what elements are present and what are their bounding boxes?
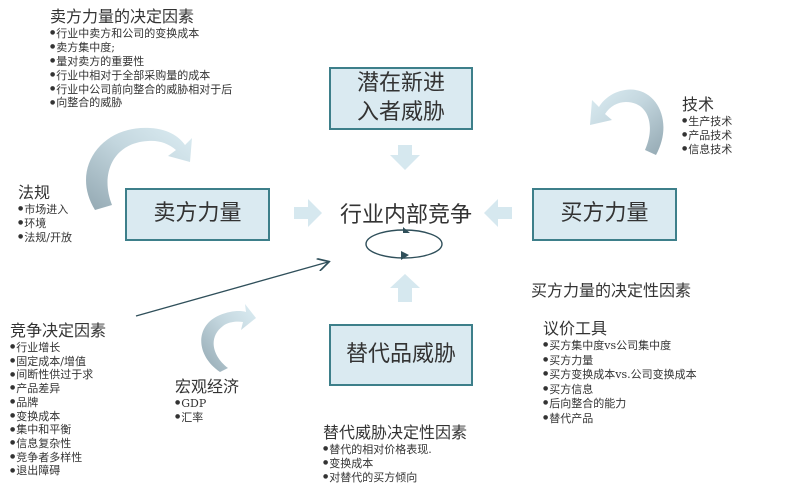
buyer-factors-group: 议价工具 买方集中度vs公司集中度 买方力量 买方变换成本vs.公司变换成本 买… — [543, 320, 697, 427]
list-item: 行业中相对于全部采购量的成本 — [50, 69, 232, 83]
list-item: 量对卖方的重要性 — [50, 55, 232, 69]
competition-factors-title: 竞争决定因素 — [10, 321, 107, 340]
list-item: 向整合的威胁 — [50, 96, 232, 110]
supplier-factors-title: 卖方力量的决定因素 — [50, 7, 195, 26]
substitutes-box: 替代品威胁 — [329, 324, 473, 386]
list-item: 环境 — [18, 217, 72, 231]
suppliers-box: 卖方力量 — [125, 188, 270, 241]
list-item: 汇率 — [175, 411, 239, 425]
technology-group: 技术 生产技术 产品技术 信息技术 — [682, 96, 732, 157]
buyer-factors-list: 买方集中度vs公司集中度 买方力量 买方变换成本vs.公司变换成本 买方信息 后… — [543, 339, 697, 427]
competition-factors-list: 行业增长 固定成本/增值 间断性供过于求 产品差异 品牌 变换成本 集中和平衡 … — [10, 341, 106, 478]
block-arrow-up-icon — [390, 274, 420, 302]
list-item: 产品差异 — [10, 382, 106, 396]
curved-arrow-technology-icon — [590, 89, 664, 155]
regulation-title: 法规 — [18, 183, 51, 202]
competition-pointer-arrow — [135, 262, 328, 317]
macro-economy-title: 宏观经济 — [175, 377, 240, 396]
new-entrants-box: 潜在新进 入者威胁 — [329, 67, 473, 130]
list-item: 变换成本 — [10, 410, 106, 424]
list-item: 买方集中度vs公司集中度 — [543, 339, 697, 354]
curved-arrow-regulation-icon — [86, 127, 192, 210]
macro-economy-group: 宏观经济 GDP 汇率 — [175, 378, 239, 425]
competition-factors-group: 竞争决定因素 行业增长 固定成本/增值 间断性供过于求 产品差异 品牌 变换成本… — [10, 322, 106, 478]
substitutes-label: 替代品威胁 — [345, 341, 456, 367]
list-item: 退出障碍 — [10, 464, 106, 478]
regulation-list: 市场进入 环境 法规/开放 — [18, 203, 72, 245]
bargaining-tools-title: 议价工具 — [543, 319, 608, 338]
list-item: 变换成本 — [323, 457, 467, 471]
technology-list: 生产技术 产品技术 信息技术 — [682, 115, 732, 157]
list-item: 行业中卖方和公司的变换成本 — [50, 27, 232, 41]
list-item: 信息技术 — [682, 143, 732, 157]
block-arrow-right-icon — [294, 199, 322, 227]
list-item: 行业中公司前向整合的威胁相对于后 — [50, 83, 232, 97]
substitute-factors-group: 替代威胁决定性因素 替代的相对价格表现. 变换成本 对替代的买方倾向 — [323, 424, 467, 485]
cycle-icon — [365, 227, 443, 260]
list-item: 品牌 — [10, 396, 106, 410]
list-item: 固定成本/增值 — [10, 355, 106, 369]
list-item: 间断性供过于求 — [10, 368, 106, 382]
list-item: 生产技术 — [682, 115, 732, 129]
buyers-box: 买方力量 — [532, 188, 677, 241]
list-item: 法规/开放 — [18, 231, 72, 245]
substitute-factors-title: 替代威胁决定性因素 — [323, 423, 468, 442]
list-item: 后向整合的能力 — [543, 397, 697, 412]
list-item: 市场进入 — [18, 203, 72, 217]
suppliers-label: 卖方力量 — [153, 201, 242, 227]
list-item: 买方信息 — [543, 383, 697, 398]
list-item: 行业增长 — [10, 341, 106, 355]
industry-rivalry-title: 行业内部竞争 — [340, 203, 473, 228]
regulation-group: 法规 市场进入 环境 法规/开放 — [18, 184, 72, 245]
new-entrants-label-line2: 入者威胁 — [356, 99, 445, 125]
list-item: 替代的相对价格表现. — [323, 443, 467, 457]
list-item: 买方力量 — [543, 354, 697, 369]
list-item: 产品技术 — [682, 129, 732, 143]
buyers-label: 买方力量 — [560, 201, 649, 227]
macro-economy-list: GDP 汇率 — [175, 397, 239, 425]
substitute-factors-list: 替代的相对价格表现. 变换成本 对替代的买方倾向 — [323, 443, 467, 485]
list-item: 对替代的买方倾向 — [323, 471, 467, 485]
technology-title: 技术 — [682, 95, 715, 114]
list-item: 卖方集中度; — [50, 41, 232, 55]
new-entrants-label-line1: 潜在新进 — [356, 70, 445, 96]
supplier-factors-list: 行业中卖方和公司的变换成本 卖方集中度; 量对卖方的重要性 行业中相对于全部采购… — [50, 27, 232, 110]
block-arrow-down-icon — [390, 145, 420, 170]
list-item: 集中和平衡 — [10, 423, 106, 437]
block-arrow-left-icon — [484, 199, 512, 227]
list-item: 买方变换成本vs.公司变换成本 — [543, 368, 696, 383]
buyer-factors-title: 买方力量的决定性因素 — [531, 281, 692, 300]
curved-arrow-macro-icon — [201, 304, 256, 372]
supplier-factors-group: 卖方力量的决定因素 行业中卖方和公司的变换成本 卖方集中度; 量对卖方的重要性 … — [28, 8, 232, 110]
list-item: 替代产品 — [543, 412, 697, 427]
list-item: 竞争者多样性 — [10, 451, 106, 465]
list-item: 信息复杂性 — [10, 437, 106, 451]
list-item: GDP — [175, 397, 239, 411]
